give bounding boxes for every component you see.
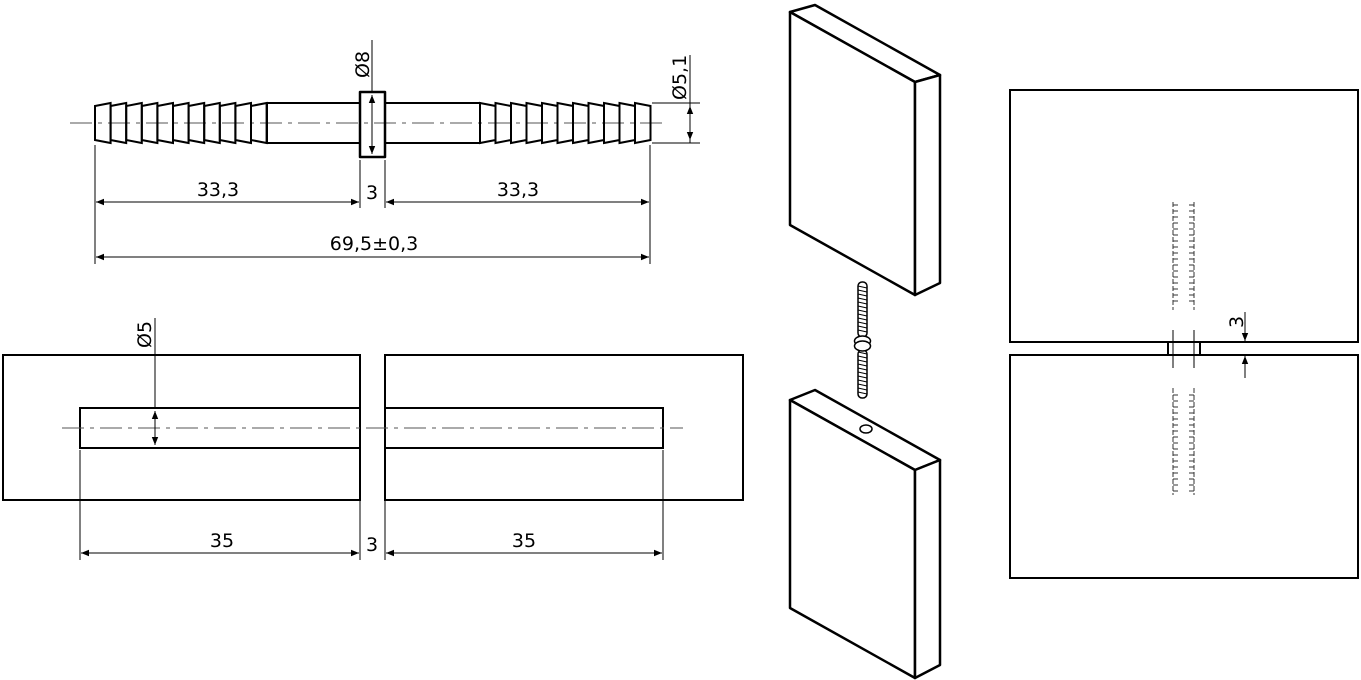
barb <box>218 101 237 145</box>
thread <box>857 363 868 367</box>
thread <box>857 359 868 363</box>
thread <box>857 285 868 289</box>
assembly-view: 3 <box>1009 89 1359 579</box>
barb <box>634 101 652 145</box>
thread <box>857 321 868 325</box>
connector-pin-iso <box>853 281 872 399</box>
barb <box>94 101 112 145</box>
thread <box>857 391 868 395</box>
thread <box>857 383 868 387</box>
thread <box>857 317 868 321</box>
connector-view: Ø8 Ø5,1 33,3 3 33,3 69,5±0,3 <box>70 40 700 264</box>
barb <box>156 101 174 145</box>
thread <box>857 379 868 383</box>
isometric-view <box>788 3 942 680</box>
thread <box>857 297 868 301</box>
label-left-length: 33,3 <box>197 179 239 201</box>
thread <box>857 387 868 391</box>
thread <box>857 309 868 313</box>
label-hole-diameter: Ø5 <box>134 321 156 348</box>
thread <box>857 305 868 309</box>
thread <box>857 293 868 297</box>
label-left-depth: 35 <box>210 530 234 552</box>
barb <box>587 101 605 145</box>
barb <box>125 101 143 145</box>
label-gap: 3 <box>366 534 378 556</box>
label-collar-diameter: Ø8 <box>352 51 374 78</box>
label-right-length: 33,3 <box>497 179 539 201</box>
barb <box>187 101 206 145</box>
collar-assembled <box>1167 341 1201 356</box>
label-total-length: 69,5±0,3 <box>330 233 418 255</box>
block-top-assembled <box>1009 89 1359 343</box>
label-collar-width: 3 <box>366 182 378 204</box>
thread <box>857 351 868 355</box>
section-view: Ø5 35 3 35 <box>2 318 744 560</box>
label-right-depth: 35 <box>512 530 536 552</box>
barb <box>109 101 128 145</box>
thread <box>857 367 868 371</box>
thread <box>857 325 868 329</box>
thread <box>857 329 868 333</box>
label-assembly-gap: 3 <box>1226 316 1248 328</box>
block-bottom-iso <box>788 388 942 680</box>
barb <box>172 101 190 145</box>
thread <box>857 371 868 375</box>
thread <box>857 375 868 379</box>
block-bottom-assembled <box>1009 354 1359 579</box>
thread <box>857 355 868 359</box>
thread <box>857 289 868 293</box>
barb <box>203 101 221 145</box>
label-barb-diameter: Ø5,1 <box>669 55 691 100</box>
barb <box>140 101 159 145</box>
hole-iso <box>859 424 873 434</box>
thread <box>857 301 868 305</box>
barb <box>234 101 252 145</box>
thread <box>857 313 868 317</box>
block-top-iso <box>788 3 942 297</box>
